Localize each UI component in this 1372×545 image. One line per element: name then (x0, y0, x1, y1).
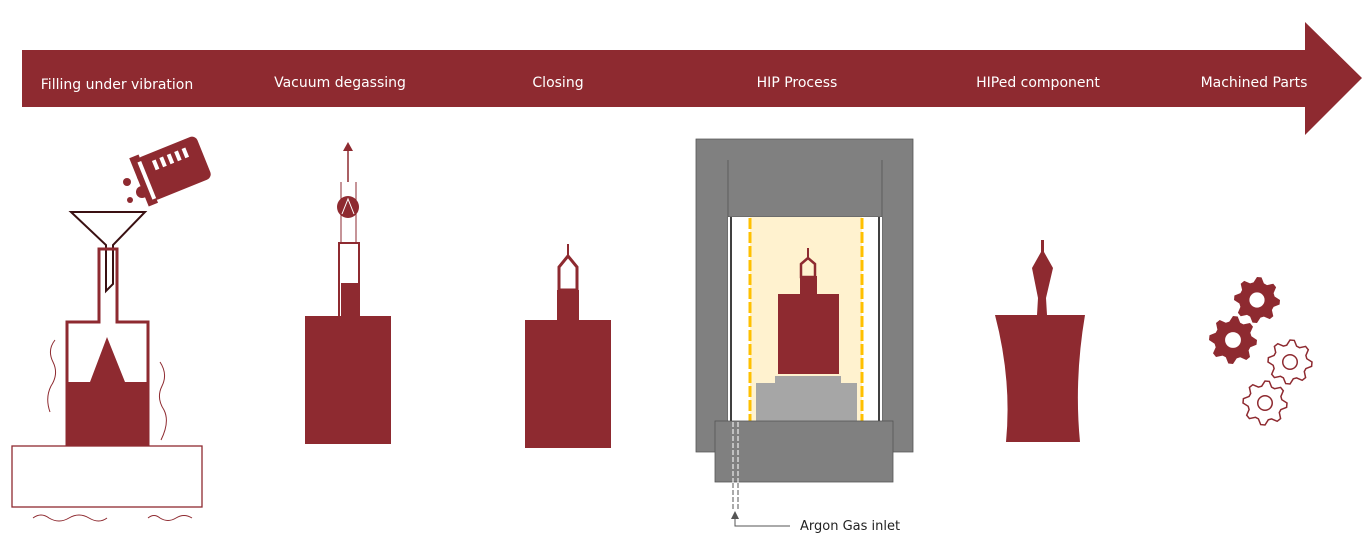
vibration-table (11, 445, 203, 508)
container-outline (65, 247, 150, 447)
funnel-icon (68, 211, 148, 294)
vessel-plug (714, 420, 894, 483)
process-arrow (22, 22, 1362, 135)
arrow-up-icon (343, 142, 353, 151)
gas-arrow-icon (731, 511, 739, 519)
step-label-hiped: HIPed component (976, 75, 1100, 91)
gear-icon (1267, 339, 1313, 385)
gear-hole (1281, 353, 1299, 371)
gear-icon (1242, 380, 1288, 426)
capsule-in-vessel (778, 294, 839, 374)
hip-vessel-illustration: Argon Gas inlet (695, 138, 914, 534)
gear-hole (1256, 394, 1274, 412)
step-label-hip: HIP Process (757, 75, 838, 91)
gear-hole (1225, 332, 1241, 348)
beaker-icon (129, 136, 211, 207)
degassing-illustration (305, 142, 391, 444)
gear-hole (1249, 292, 1265, 308)
pedestal (756, 383, 857, 421)
capsule (305, 316, 391, 444)
filling-illustration (11, 136, 211, 522)
powder-fill (68, 337, 147, 445)
step-label-closing: Closing (532, 75, 583, 91)
step-label-machined: Machined Parts (1201, 75, 1308, 91)
machined-parts-gears (1209, 277, 1313, 426)
vibration-waves-icon (32, 339, 193, 522)
step-label-degassing: Vacuum degassing (274, 75, 406, 91)
closing-illustration (525, 244, 611, 448)
hiped-component (995, 240, 1085, 442)
argon-gas-inlet-label: Argon Gas inlet (800, 519, 900, 534)
step-label-filling: Filling under vibration (41, 77, 193, 93)
sealed-capsule (525, 320, 611, 448)
powder-particles-icon (123, 174, 148, 203)
